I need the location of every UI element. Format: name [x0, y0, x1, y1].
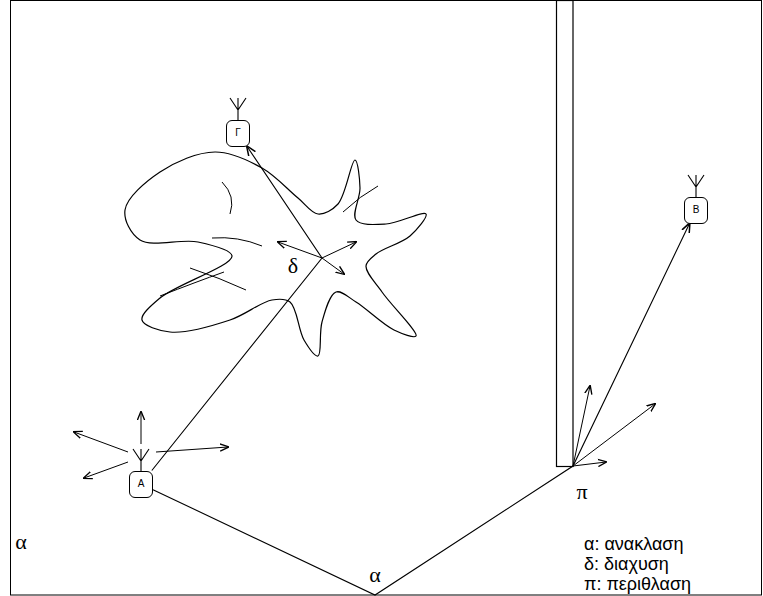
station-box: B	[684, 197, 708, 224]
key-text: π: περιθλαση	[584, 575, 691, 593]
scattering-mark: δ	[288, 255, 298, 277]
station-name: Γ	[235, 128, 241, 138]
diffraction-mark: π	[576, 481, 587, 503]
station-box: Γ	[226, 120, 250, 147]
scattering-object	[125, 152, 426, 356]
station-box: A	[129, 471, 153, 498]
propagation-path	[152, 147, 322, 471]
frame	[11, 1, 762, 596]
antenna-symbols	[133, 98, 704, 471]
blob-details	[160, 182, 378, 296]
station-name: B	[693, 205, 700, 215]
key-text: δ: διαχυση	[584, 555, 669, 573]
key-text: α: ανακλαση	[584, 535, 683, 553]
reflection-mark: α	[369, 564, 381, 586]
wall	[557, 1, 574, 467]
reflection-mark: α	[15, 531, 27, 553]
station-name: A	[138, 479, 145, 489]
radiation-arrows	[74, 242, 655, 478]
propagation-path	[153, 224, 690, 596]
